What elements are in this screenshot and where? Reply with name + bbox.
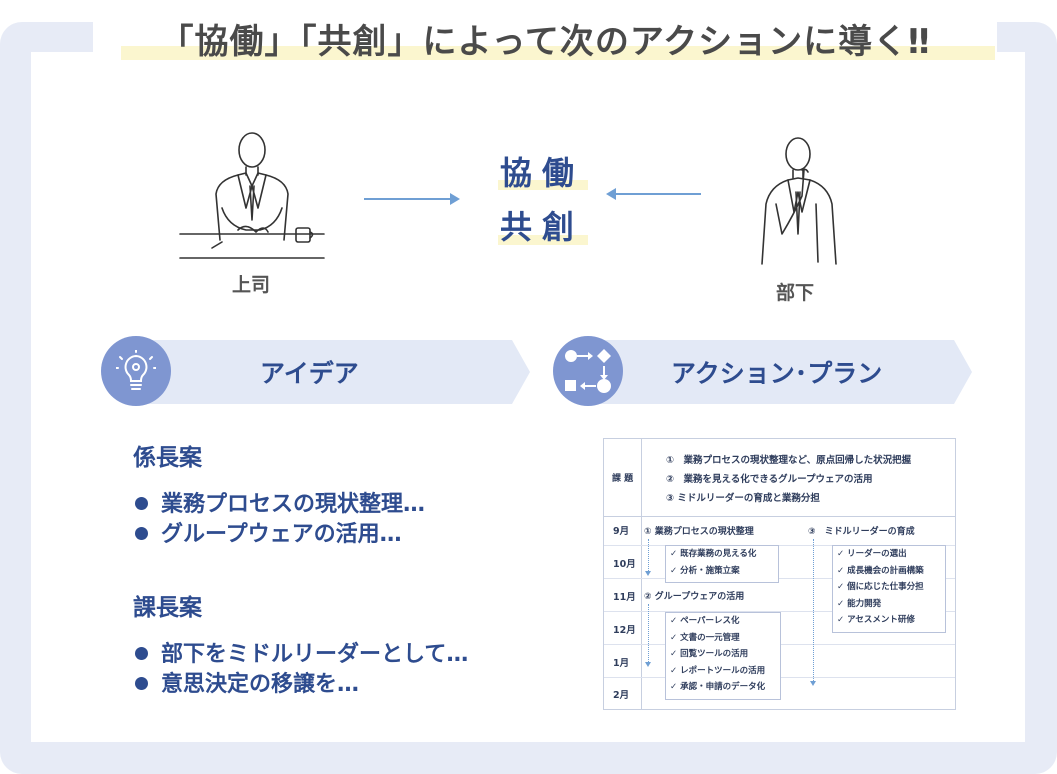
column-divider	[641, 439, 642, 709]
task-box: ✓ ペーパーレス化 ✓ 文書の一元管理 ✓ 回覧ツールの活用 ✓ レポートツール…	[665, 612, 781, 700]
arrow-down-icon	[810, 681, 816, 686]
lightbulb-icon	[116, 350, 156, 390]
month-label: 2月	[613, 690, 630, 701]
track-title: ① 業務プロセスの現状整理	[644, 527, 754, 537]
month-label: 1月	[613, 658, 630, 669]
keyword-co-creation: 共創	[500, 208, 585, 246]
issue-item: ③ ミドルリーダーの育成と業務分担	[666, 493, 820, 504]
track-title: ③ ミドルリーダーの育成	[808, 527, 915, 537]
action-plan-table: 課 題 ① 業務プロセスの現状整理など、原点回帰した状況把握 ② 業務を見える化…	[603, 438, 956, 710]
arrow-down-icon	[645, 571, 651, 576]
task-box: ✓ リーダーの選出 ✓ 成長機会の計画構築 ✓ 個に応じた仕事分担 ✓ 能力開発…	[832, 545, 946, 633]
action-icon-circle	[553, 336, 623, 406]
timeline-arrow	[648, 604, 649, 662]
bullet-icon	[135, 646, 148, 660]
list-item: 業務プロセスの現状整理…	[135, 486, 425, 518]
boss-label: 上司	[232, 274, 271, 296]
task-box: ✓ 既存業務の見える化 ✓ 分析・施策立案	[665, 545, 779, 583]
title-highlight	[121, 46, 995, 60]
arrow-left-icon	[606, 188, 616, 200]
month-label: 11月	[613, 592, 636, 603]
keyword-highlight	[498, 235, 588, 245]
subordinate-illustration	[761, 137, 837, 265]
list-item: グループウェアの活用…	[135, 516, 402, 548]
month-row	[604, 545, 955, 579]
arrow-right-line	[364, 198, 452, 200]
issues-label: 課 題	[612, 474, 634, 484]
month-row	[604, 578, 955, 612]
list-item: 部下をミドルリーダーとして…	[135, 636, 468, 668]
month-label: 10月	[613, 559, 636, 570]
bullet-icon	[135, 676, 148, 690]
idea-banner	[132, 340, 530, 404]
boss-illustration	[179, 132, 325, 259]
keyword-highlight	[498, 180, 588, 190]
timeline-arrow	[648, 539, 649, 571]
bullet-icon	[135, 496, 148, 510]
section-heading-chief: 係長案	[133, 445, 202, 471]
subordinate-label: 部下	[776, 282, 815, 304]
action-plan-heading: アクション･プラン	[671, 359, 883, 388]
keyword-collaboration: 協働	[500, 154, 585, 192]
section-heading-manager: 課長案	[133, 595, 202, 621]
month-row	[604, 516, 955, 546]
page-title: 「協働」「共創」によって次のアクションに導く‼	[159, 22, 931, 62]
idea-heading: アイデア	[260, 359, 359, 388]
timeline-arrow	[813, 539, 814, 681]
bullet-icon	[135, 526, 148, 540]
issue-item: ② 業務を見える化できるグループウェアの活用	[666, 474, 873, 485]
flowchart-icon	[565, 349, 611, 393]
issue-item: ① 業務プロセスの現状整理など、原点回帰した状況把握	[666, 455, 912, 466]
arrow-right-icon	[450, 193, 460, 205]
list-item: 意思決定の移譲を…	[135, 666, 359, 698]
issues-row	[604, 439, 955, 517]
month-label: 9月	[613, 526, 630, 537]
action-plan-banner	[582, 340, 972, 404]
arrow-left-line	[615, 193, 701, 195]
track-title: ② グループウェアの活用	[644, 592, 745, 602]
arrow-down-icon	[645, 662, 651, 667]
month-label: 12月	[613, 625, 636, 636]
